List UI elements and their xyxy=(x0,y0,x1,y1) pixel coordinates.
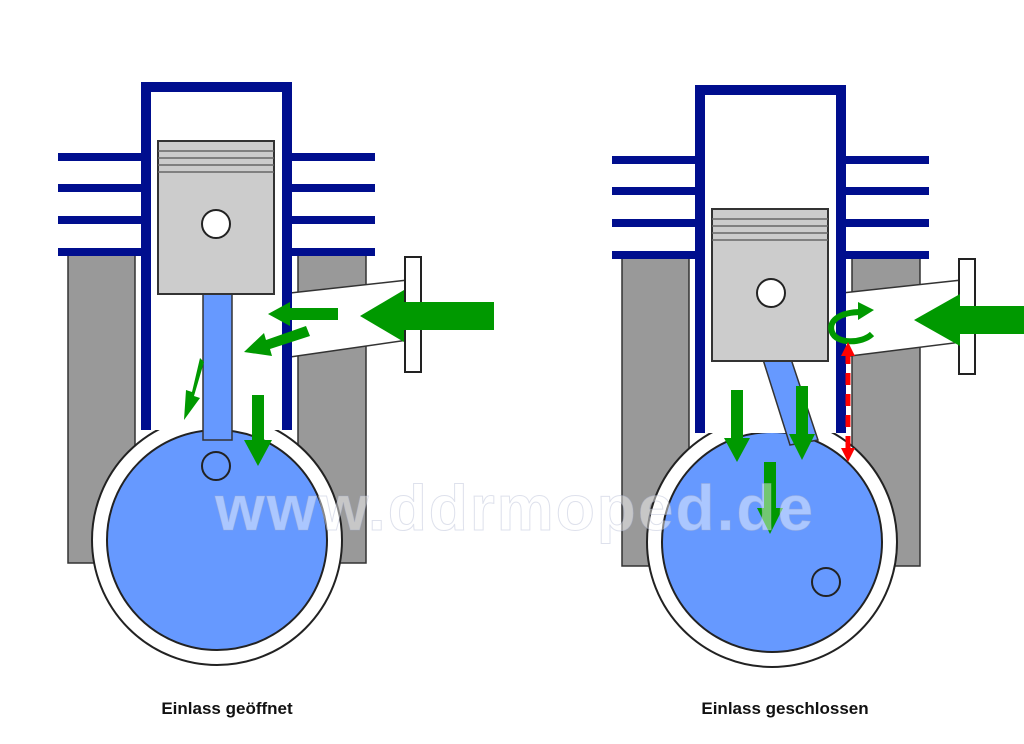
turnaround-arrow xyxy=(828,309,875,345)
cooling-fins-left xyxy=(58,153,146,256)
engine-intake-closed xyxy=(612,85,1024,668)
flow-arrow xyxy=(268,302,338,326)
caption-intake-open: Einlass geöffnet xyxy=(161,699,293,718)
piston-pin xyxy=(756,278,786,308)
flow-arrows-open xyxy=(184,290,494,466)
flow-arrow xyxy=(724,390,750,462)
flow-arrows-closed xyxy=(724,294,1024,534)
cylinder-wall xyxy=(141,82,292,430)
turnaround-arrow-head xyxy=(858,302,874,320)
cooling-fins-left xyxy=(612,156,700,259)
flow-arrow xyxy=(244,326,310,356)
crank-pin xyxy=(201,451,231,481)
cylinder-wall xyxy=(695,85,846,433)
flow-arrow xyxy=(184,358,204,420)
flow-arrow xyxy=(244,395,272,466)
intake-flow-arrow xyxy=(914,294,1024,346)
caption-intake-closed: Einlass geschlossen xyxy=(701,699,869,718)
crank-pin xyxy=(811,567,841,597)
cooling-fins-right xyxy=(841,156,929,259)
connecting-rod xyxy=(202,289,233,441)
pressure-arrow-head-top xyxy=(841,342,855,356)
pressure-arrow-head-bottom xyxy=(841,448,855,462)
intake-flow-arrow xyxy=(360,290,494,342)
flow-arrow xyxy=(789,386,815,460)
piston-pin xyxy=(201,209,231,239)
flow-arrow xyxy=(757,462,783,534)
cooling-fins-right xyxy=(287,153,375,256)
engine-intake-open xyxy=(58,82,494,666)
